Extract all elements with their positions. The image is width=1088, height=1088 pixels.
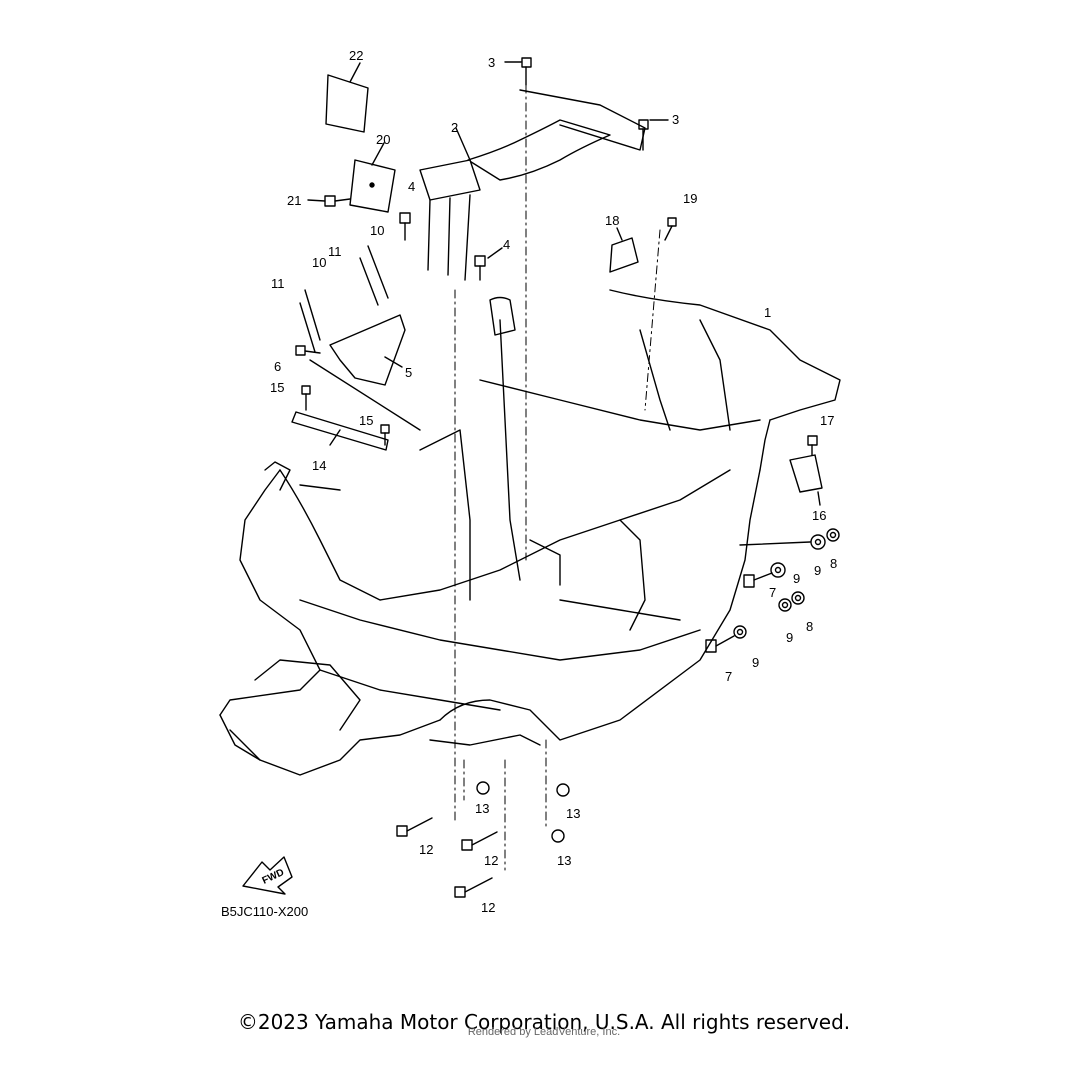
part-12-13-hardware <box>396 781 570 898</box>
part-1-main-frame <box>219 289 841 776</box>
diagram-code: B5JC110-X200 <box>221 904 309 919</box>
svg-text:11: 11 <box>271 276 285 291</box>
part-16-17-bracket <box>789 435 823 506</box>
part-14-15-stay <box>291 385 390 451</box>
part-21-bolt <box>307 195 351 207</box>
copyright-notice: ©2023 Yamaha Motor Corporation, U.S.A. A… <box>237 1010 851 1034</box>
svg-text:5: 5 <box>405 365 412 380</box>
svg-text:9: 9 <box>752 655 759 670</box>
svg-text:14: 14 <box>312 458 326 473</box>
svg-text:13: 13 <box>566 806 580 821</box>
svg-text:16: 16 <box>812 508 826 523</box>
svg-text:21: 21 <box>287 193 301 208</box>
part-7-8-9-hardware <box>705 528 840 653</box>
svg-text:18: 18 <box>605 213 619 228</box>
svg-text:9: 9 <box>786 630 793 645</box>
svg-text:4: 4 <box>408 179 415 194</box>
svg-text:19: 19 <box>683 191 697 206</box>
svg-text:15: 15 <box>359 413 373 428</box>
render-credit: Rendered by LeadVenture, Inc. <box>467 1026 621 1038</box>
part-22-label <box>325 62 369 133</box>
part-3-bolts <box>504 57 669 151</box>
svg-text:9: 9 <box>793 571 800 586</box>
svg-text:6: 6 <box>274 359 281 374</box>
svg-text:3: 3 <box>488 55 495 70</box>
svg-text:2: 2 <box>451 120 458 135</box>
svg-text:12: 12 <box>419 842 433 857</box>
fwd-arrow-icon <box>242 856 293 895</box>
svg-text:10: 10 <box>312 255 326 270</box>
part-20-plate <box>349 142 396 213</box>
part-4-bolts <box>399 212 503 281</box>
svg-text:20: 20 <box>376 132 390 147</box>
svg-text:8: 8 <box>806 619 813 634</box>
svg-text:15: 15 <box>270 380 284 395</box>
svg-text:13: 13 <box>475 801 489 816</box>
leader-lines <box>454 84 661 871</box>
svg-text:11: 11 <box>328 244 342 259</box>
svg-text:3: 3 <box>672 112 679 127</box>
svg-text:22: 22 <box>349 48 363 63</box>
part-6-bolt <box>295 345 421 431</box>
svg-text:12: 12 <box>484 853 498 868</box>
svg-text:1: 1 <box>764 305 771 320</box>
svg-text:9: 9 <box>814 563 821 578</box>
svg-text:7: 7 <box>725 669 732 684</box>
svg-text:7: 7 <box>769 585 776 600</box>
callout-labels: 22 3 3 2 20 4 21 19 18 4 10 11 10 11 1 5… <box>261 48 838 915</box>
svg-text:13: 13 <box>557 853 571 868</box>
svg-text:10: 10 <box>370 223 384 238</box>
svg-text:17: 17 <box>820 413 834 428</box>
part-2-roll-bar <box>419 89 646 281</box>
svg-text:12: 12 <box>481 900 495 915</box>
part-5-10-11-bracket <box>299 245 406 386</box>
svg-text:8: 8 <box>830 556 837 571</box>
svg-text:4: 4 <box>503 237 510 252</box>
part-18-19-bracket <box>609 217 677 273</box>
